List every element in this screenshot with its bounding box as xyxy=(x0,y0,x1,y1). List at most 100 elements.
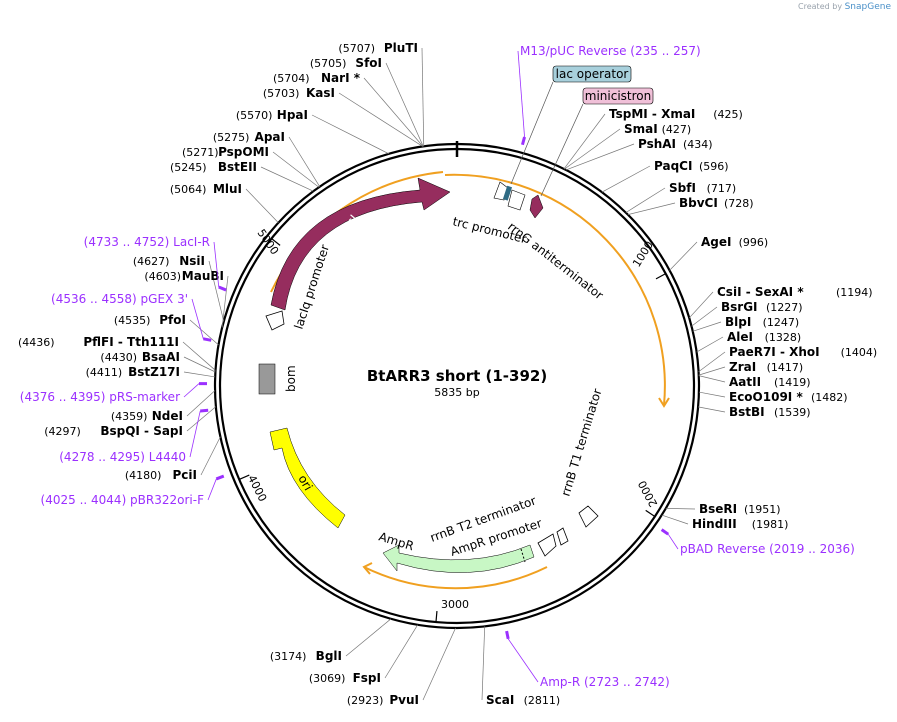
enzyme-site-pfoi[interactable]: PfoI(4535) xyxy=(114,313,219,346)
tick-mark-3000 xyxy=(435,611,438,623)
primer-leader-line xyxy=(213,241,220,288)
enzyme-site-pspomi[interactable]: PspOMI(5271) xyxy=(182,145,320,188)
enzyme-site-apai[interactable]: ApaI(5275) xyxy=(213,130,321,187)
enzyme-site-bspqi[interactable]: BspQI - SapI(4297) xyxy=(44,406,217,438)
enzyme-name: BlpI xyxy=(725,315,751,329)
enzyme-site-bstbi[interactable]: BstBI(1539) xyxy=(698,405,811,419)
enzyme-site-smai[interactable]: SmaI(427) xyxy=(564,122,692,170)
primer-pgex-3-[interactable]: (4536 .. 4558) pGEX 3' xyxy=(51,292,212,342)
enzyme-position: (5245) xyxy=(170,161,207,174)
enzyme-position: (5703) xyxy=(263,87,300,100)
feature-ampr-promoter[interactable] xyxy=(537,533,557,557)
enzyme-site-bsrgi[interactable]: BsrGI(1227) xyxy=(691,300,803,327)
enzyme-site-hindiii[interactable]: HindIII(1981) xyxy=(661,514,789,531)
enzyme-site-nari[interactable]: NarI *(5704) xyxy=(273,71,424,147)
feature-ori[interactable] xyxy=(269,427,346,529)
enzyme-leader-line xyxy=(182,341,216,371)
enzyme-site-mlui[interactable]: MluI(5064) xyxy=(170,182,279,223)
orf-arc-ampr xyxy=(363,566,548,590)
primer-laci-r[interactable]: (4733 .. 4752) LacI-R xyxy=(84,235,227,292)
enzyme-site-sfoi[interactable]: SfoI(5705) xyxy=(310,56,424,147)
feature-rrnb-t1-terminator[interactable] xyxy=(578,505,599,528)
enzyme-name: ScaI xyxy=(486,693,514,707)
enzyme-site-pflfi[interactable]: PflFI - Tth111I(4436) xyxy=(18,335,216,371)
enzyme-position: (1951) xyxy=(744,503,781,516)
lac-operator-label: lac operator xyxy=(556,67,629,81)
enzyme-position: (4603) xyxy=(144,270,181,283)
enzyme-name: BstEII xyxy=(218,160,257,174)
enzyme-site-bseri[interactable]: BseRI (1951) xyxy=(665,502,781,516)
enzyme-site-bstz17i[interactable]: BstZ17I(4411) xyxy=(86,365,216,379)
enzyme-site-pvui[interactable]: PvuI(2923) xyxy=(347,627,456,707)
primer-pbad-reverse[interactable]: pBAD Reverse (2019 .. 2036) xyxy=(660,528,855,556)
enzyme-leader-line xyxy=(661,514,689,525)
enzyme-site-ecoo109i[interactable]: EcoO109I *(1482) xyxy=(698,390,848,404)
enzyme-leader-line xyxy=(691,306,718,327)
enzyme-site-scai[interactable]: ScaI (2811) xyxy=(481,626,561,707)
enzyme-position: (4297) xyxy=(44,425,81,438)
enzyme-site-agei[interactable]: AgeI(996) xyxy=(669,235,769,271)
enzyme-site-aatii[interactable]: AatII(1419) xyxy=(698,375,811,389)
minicistron-box[interactable] xyxy=(582,87,654,105)
tick-label-2000: 2000 xyxy=(636,478,661,509)
enzyme-name: ApaI xyxy=(255,130,285,144)
enzyme-leader-line xyxy=(186,390,216,417)
enzyme-name: SbfI xyxy=(669,181,696,195)
primer-m13-puc-reverse[interactable]: M13/pUC Reverse (235 .. 257) xyxy=(517,44,701,146)
enzyme-position: (2811) xyxy=(524,694,561,707)
orf-arc-ampr-arrowhead xyxy=(362,562,373,575)
enzyme-name: ZraI xyxy=(729,360,756,374)
enzyme-site-bbvci[interactable]: BbvCI(728) xyxy=(627,196,754,215)
enzyme-site-fspi[interactable]: FspI(3069) xyxy=(309,624,418,685)
primer-leader-line xyxy=(507,638,539,683)
enzyme-site-kasi[interactable]: KasI(5703) xyxy=(263,86,423,147)
enzyme-name: BsaAI xyxy=(142,350,180,364)
primer-label: (4025 .. 4044) pBR322ori-F xyxy=(41,493,205,507)
feature-lacIq-promoter[interactable] xyxy=(265,310,285,331)
enzyme-site-paer7i[interactable]: PaeR7I - XhoI(1404) xyxy=(698,345,878,373)
enzyme-leader-line xyxy=(183,356,216,373)
enzyme-site-pshai[interactable]: PshAI(434) xyxy=(565,137,713,171)
lac-operator-box[interactable] xyxy=(552,65,632,83)
enzyme-site-csii[interactable]: CsiI - SexAI *(1194) xyxy=(688,285,873,319)
enzyme-site-bgli[interactable]: BglI(3174) xyxy=(270,618,392,663)
tick-mark-4000 xyxy=(238,474,250,480)
enzyme-name: MluI xyxy=(213,182,242,196)
enzyme-site-blpi[interactable]: BlpI(1247) xyxy=(692,315,799,332)
primer-prs-marker[interactable]: (4376 .. 4395) pRS-marker xyxy=(20,382,208,404)
feature-trc-promoter[interactable] xyxy=(493,181,526,211)
enzyme-leader-line xyxy=(189,319,219,346)
enzyme-site-ndei[interactable]: NdeI(4359) xyxy=(111,390,216,423)
primer-label: Amp-R (2723 .. 2742) xyxy=(540,675,670,689)
enzyme-site-pluti[interactable]: PluTI(5707) xyxy=(338,41,425,147)
enzyme-site-hpai[interactable]: HpaI(5570) xyxy=(236,108,390,155)
enzyme-site-alei[interactable]: AleI(1328) xyxy=(696,330,802,353)
enzyme-site-paqci[interactable]: PaqCI(596) xyxy=(601,159,729,193)
primer-amp-r[interactable]: Amp-R (2723 .. 2742) xyxy=(505,630,670,689)
minicistron-leader xyxy=(540,103,584,197)
enzyme-site-tspmi[interactable]: TspMI - XmaI(425) xyxy=(563,107,743,170)
enzyme-name: HindIII xyxy=(692,517,737,531)
enzyme-site-maubi[interactable]: MauBI(4603) xyxy=(144,269,229,328)
enzyme-site-bsaai[interactable]: BsaAI(4430) xyxy=(100,350,216,373)
primer-pbr322ori-f[interactable]: (4025 .. 4044) pBR322ori-F xyxy=(41,474,225,507)
enzyme-leader-line xyxy=(698,366,726,376)
enzyme-name: BseRI xyxy=(699,502,737,516)
enzyme-site-zrai[interactable]: ZraI(1417) xyxy=(698,360,803,376)
enzyme-leader-line xyxy=(625,187,666,213)
enzyme-site-pcii[interactable]: PciI(4180) xyxy=(125,436,221,482)
enzyme-site-nsii[interactable]: NsiI(4627) xyxy=(133,254,225,322)
feature-ampr[interactable] xyxy=(382,544,535,573)
feature-bom[interactable] xyxy=(258,363,276,395)
feature-rrng-antiterminator[interactable] xyxy=(529,194,544,219)
enzyme-name: PvuI xyxy=(389,693,419,707)
primer-label: pBAD Reverse (2019 .. 2036) xyxy=(680,542,855,556)
enzyme-leader-line xyxy=(565,143,635,171)
enzyme-position: (427) xyxy=(662,123,692,136)
feature-rrnb-t2-terminator[interactable] xyxy=(556,527,569,546)
primer-l4440[interactable]: (4278 .. 4295) L4440 xyxy=(59,408,209,464)
enzyme-leader-line xyxy=(669,241,698,271)
feature-laci[interactable] xyxy=(270,177,451,311)
enzyme-site-sbfi[interactable]: SbfI(717) xyxy=(625,181,736,213)
enzyme-site-bsteii[interactable]: BstEII (5245) xyxy=(170,160,314,192)
